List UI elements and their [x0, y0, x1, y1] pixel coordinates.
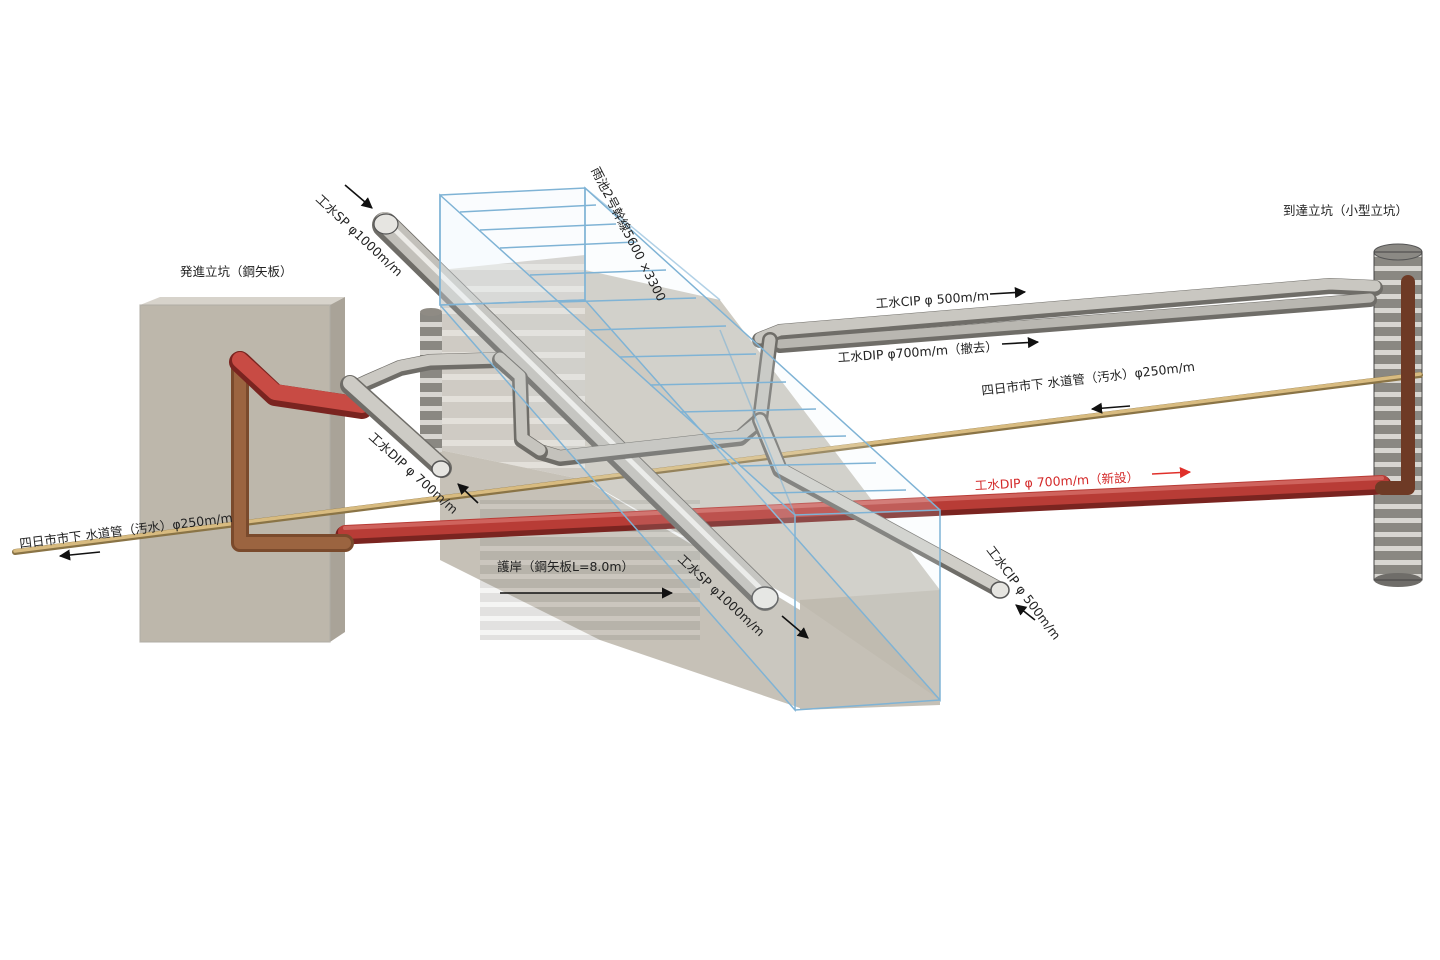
arrow-dip-left: [457, 483, 479, 504]
steel-pipes: [340, 212, 1383, 611]
flow-arrows: [58, 184, 1192, 639]
label-start-shaft: 発進立坑（鋼矢板）: [180, 264, 293, 279]
label-sewer-right: 四日市市下 水道管（汚水）φ250m/m: [981, 359, 1196, 398]
arrow-sp-lower: [781, 615, 809, 639]
label-arrival-shaft: 到達立坑（小型立坑）: [1283, 203, 1408, 218]
arrow-dip-new: [1151, 466, 1192, 479]
arrow-cip-upper: [989, 286, 1027, 299]
arrow-sp-upper: [344, 184, 373, 209]
label-revetment: 護岸（鋼矢板L=8.0m）: [497, 559, 634, 574]
small-pile: [420, 308, 442, 452]
sewer-pipe: [12, 372, 1423, 555]
box-culvert: [439, 186, 941, 712]
arrow-cip-lower: [1015, 604, 1036, 621]
label-cip-upper: 工水CIP φ 500m/m: [875, 288, 989, 311]
arrow-sewer-right: [1090, 402, 1131, 414]
arrow-sewer-left: [58, 549, 101, 561]
arrow-dip-removed: [1001, 336, 1040, 349]
